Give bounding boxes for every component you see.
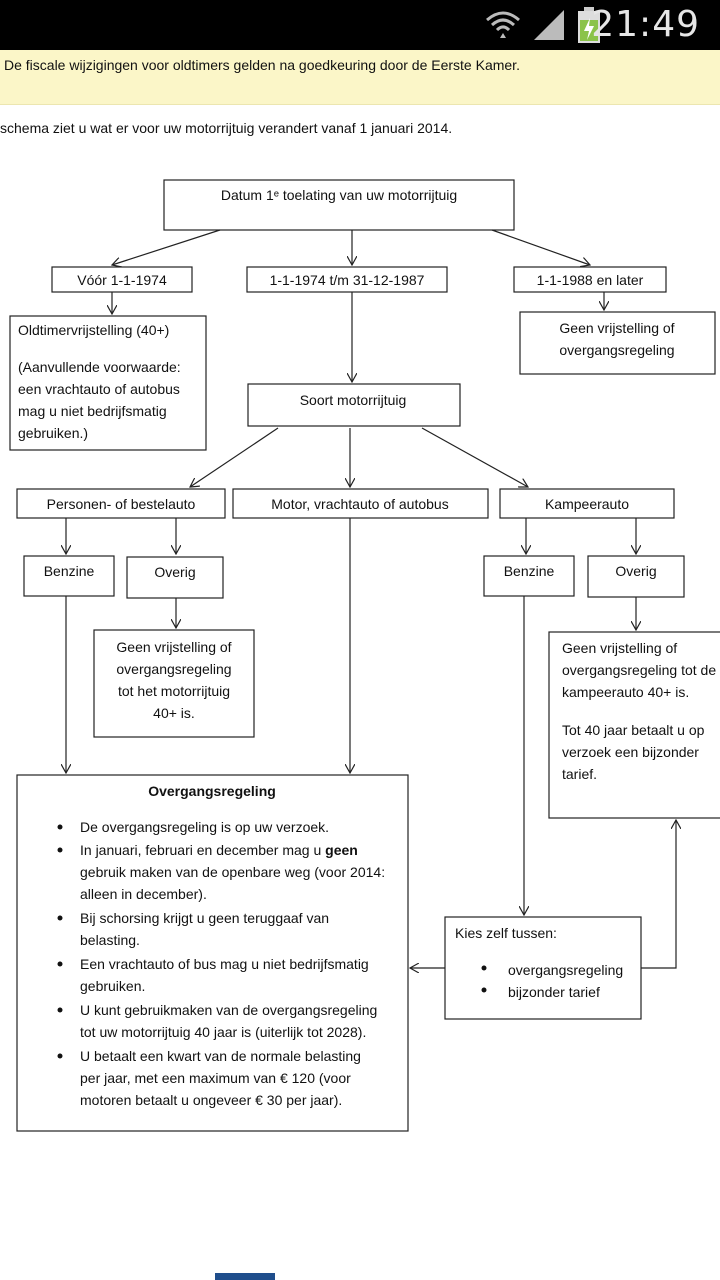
overgang-b2-l2: gebruik maken van de openbare weg (voor … <box>80 864 385 880</box>
overig-right-label: Overig <box>615 563 656 579</box>
overig-right-result-line2: overgangsregeling tot de <box>562 662 716 678</box>
branch-middle-label: 1-1-1974 t/m 31-12-1987 <box>270 272 425 288</box>
root-box <box>163 179 515 231</box>
benzine-left-box <box>23 555 115 597</box>
arrow-type-kampeer <box>421 427 528 487</box>
overig-right-result-line6: tarief. <box>562 766 597 782</box>
battery-icon <box>576 6 602 49</box>
benzine-left-label: Benzine <box>44 563 95 579</box>
overig-right-result-line1: Geen vrijstelling of <box>562 640 677 656</box>
overig-right-box <box>587 555 685 598</box>
overgang-b5-l1: U kunt gebruikmaken van de overgangsrege… <box>80 1002 377 1018</box>
overig-left-result-line3: tot het motorrijtuig <box>118 683 230 699</box>
overig-right-result-line4: Tot 40 jaar betaalt u op <box>562 722 705 738</box>
wifi-icon <box>484 6 522 49</box>
svg-text:In januari, februari en decemb: In januari, februari en december mag u g… <box>80 842 358 858</box>
notice-text: De fiscale wijzigingen voor oldtimers ge… <box>4 57 520 73</box>
kies-bullet-2 <box>481 987 487 993</box>
benzine-right-label: Benzine <box>504 563 555 579</box>
overgang-b4-l1: Een vrachtauto of bus mag u niet bedrijf… <box>80 956 369 972</box>
status-bar: 21:49 <box>0 0 720 50</box>
overig-right-result-box <box>548 631 720 819</box>
signal-icon <box>532 8 566 47</box>
overig-left-result-line2: overgangsregeling <box>116 661 231 677</box>
oldtimer-line5: gebruiken.) <box>18 425 88 441</box>
overgang-b6-l2: per jaar, met een maximum van € 120 (voo… <box>80 1070 351 1086</box>
notice-banner: De fiscale wijzigingen voor oldtimers ge… <box>0 50 720 105</box>
overgang-b1-l1: De overgangsregeling is op uw verzoek. <box>80 819 329 835</box>
overig-right-result-line3: kampeerauto 40+ is. <box>562 684 689 700</box>
overgang-b4-l2: gebruiken. <box>80 978 145 994</box>
overig-left-box <box>126 556 224 599</box>
kies-opt1: overgangsregeling <box>508 962 623 978</box>
motor-label: Motor, vrachtauto of autobus <box>271 496 448 512</box>
type-box <box>247 383 461 427</box>
overgang-bullet-1 <box>57 824 63 830</box>
benzine-right-box <box>483 555 575 597</box>
overig-left-result-line4: 40+ is. <box>153 705 195 721</box>
oldtimer-line2: (Aanvullende voorwaarde: <box>18 359 181 375</box>
oldtimer-box <box>9 315 207 451</box>
status-clock: 21:49 <box>591 4 700 45</box>
overgang-b6-l1: U betaalt een kwart van de normale belas… <box>80 1048 361 1064</box>
personen-box <box>16 488 226 519</box>
overgang-box <box>16 774 409 1132</box>
after-result-box <box>519 311 716 375</box>
personen-label: Personen- of bestelauto <box>47 496 196 512</box>
intro-text: schema ziet u wat er voor uw motorrijtui… <box>0 120 453 136</box>
type-label: Soort motorrijtuig <box>300 392 407 408</box>
root-label: Datum 1ᵉ toelating van uw motorrijtuig <box>221 187 457 203</box>
kies-box <box>444 916 642 1020</box>
overgang-bullet-5 <box>57 1007 63 1013</box>
branch-before-label: Vóór 1-1-1974 <box>77 272 167 288</box>
kampeer-label: Kampeerauto <box>545 496 629 512</box>
bottom-button-edge[interactable] <box>215 1273 275 1280</box>
oldtimer-line3: een vrachtauto of autobus <box>18 381 180 397</box>
overig-left-label: Overig <box>154 564 195 580</box>
branch-after-box <box>513 266 667 293</box>
motor-box <box>232 488 489 519</box>
overgang-b6-l3: motoren betaalt u ongeveer € 30 per jaar… <box>80 1092 342 1108</box>
oldtimer-line4: mag u niet bedrijfsmatig <box>18 403 167 419</box>
overgang-bullet-2 <box>57 847 63 853</box>
overgang-b3-l2: belasting. <box>80 932 140 948</box>
branch-before-box <box>51 266 193 293</box>
overgang-bullet-3 <box>57 915 63 921</box>
overgang-title: Overgangsregeling <box>148 783 276 799</box>
overgang-bullet-6 <box>57 1053 63 1059</box>
arrow-root-before <box>112 229 221 265</box>
kampeer-box <box>499 488 675 519</box>
kies-title: Kies zelf tussen: <box>455 925 557 941</box>
overig-left-result-line1: Geen vrijstelling of <box>116 639 231 655</box>
arrow-root-after <box>491 229 590 265</box>
kies-opt2: bijzonder tarief <box>508 984 600 1000</box>
branch-after-label: 1-1-1988 en later <box>537 272 644 288</box>
oldtimer-line1: Oldtimervrijstelling (40+) <box>18 322 169 338</box>
overgang-bullet-4 <box>57 961 63 967</box>
overig-right-result-line5: verzoek een bijzonder <box>562 744 699 760</box>
arrow-type-personen <box>190 427 279 487</box>
branch-middle-box <box>246 266 448 293</box>
overig-left-result-box <box>93 629 255 738</box>
overgang-b2-l3: alleen in december). <box>80 886 207 902</box>
overgang-b3-l1: Bij schorsing krijgt u geen teruggaaf va… <box>80 910 329 926</box>
overgang-b2-l1b: geen <box>325 842 358 858</box>
overgang-b5-l2: tot uw motorrijtuig 40 jaar is (uiterlij… <box>80 1024 366 1040</box>
after-result-line2: overgangsregeling <box>559 342 674 358</box>
kies-bullet-1 <box>481 965 487 971</box>
after-result-line1: Geen vrijstelling of <box>559 320 674 336</box>
arrow-kies-overig-right <box>641 820 676 969</box>
overgang-b2-l1a: In januari, februari en december mag u <box>80 842 325 858</box>
